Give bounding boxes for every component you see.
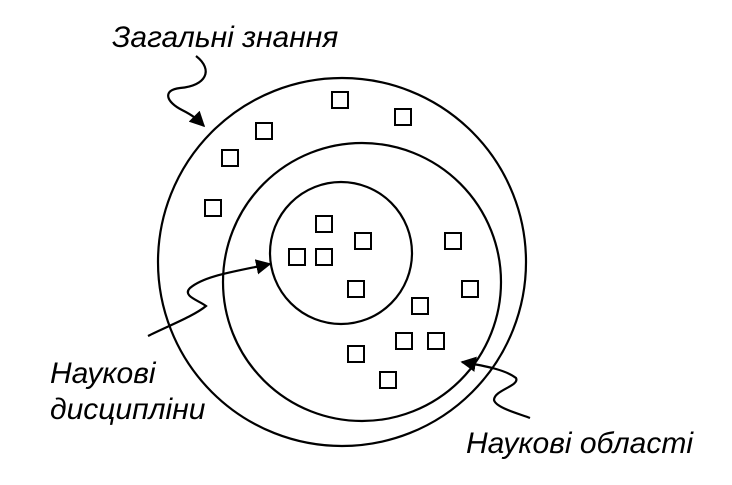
inner-circle-scientific-disciplines [268,180,414,326]
label-general-knowledge: Загальні знання [112,21,339,54]
knowledge-item-square [354,232,372,250]
knowledge-item-square [347,345,365,363]
knowledge-item-square [347,280,365,298]
knowledge-item-square [427,332,445,350]
label-scientific-disciplines-line1: Наукові [50,357,156,390]
knowledge-item-square [204,199,222,217]
inner-circle-items [288,215,372,298]
knowledge-item-square [331,91,349,109]
knowledge-item-square [395,332,413,350]
outer-circle-general-knowledge [156,76,528,448]
knowledge-item-square [315,248,333,266]
label-scientific-areas: Наукові області [466,427,694,460]
label-scientific-disciplines-line2: дисципліни [50,393,206,426]
knowledge-item-square [315,215,333,233]
knowledge-item-square [288,248,306,266]
knowledge-item-square [461,280,479,298]
middle-circle-scientific-areas [221,141,503,423]
middle-ring-items [347,232,479,389]
knowledge-item-square [444,232,462,250]
knowledge-item-square [411,297,429,315]
arrow-scientific-disciplines [147,259,272,337]
outer-ring-items [204,91,412,217]
knowledge-item-square [255,122,273,140]
knowledge-item-square [379,371,397,389]
arrow-general-knowledge [167,55,207,128]
knowledge-item-square [394,108,412,126]
knowledge-item-square [221,149,239,167]
arrow-scientific-areas [460,356,531,420]
